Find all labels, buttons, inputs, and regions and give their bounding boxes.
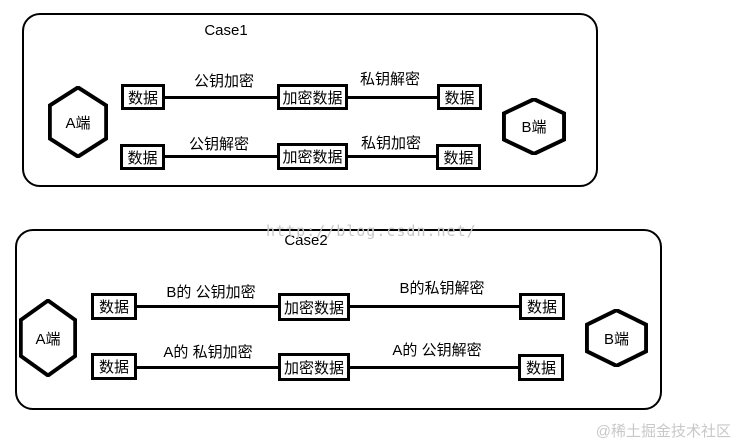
case2-row1-encrypted-data-box: 加密数据 <box>278 293 350 321</box>
hexagon-icon <box>585 309 648 367</box>
case1-row1-encrypted-data-box: 加密数据 <box>277 84 348 110</box>
case1-title: Case1 <box>204 22 248 39</box>
case2-row1-left-connector <box>137 305 278 308</box>
case1-row1-forward-label: 公钥加密 <box>193 73 254 90</box>
case2-row2-encrypted-data-box: 加密数据 <box>278 353 350 381</box>
case1-row1-backward-label: 私钥解密 <box>359 71 420 88</box>
endpoint-b-label: B端 <box>603 330 629 348</box>
case2-row1-right-connector <box>350 305 519 308</box>
url-watermark: http://blog.csdn.net/ <box>266 222 477 240</box>
case2-row2-backward-label: A的 公钥解密 <box>392 342 482 359</box>
case1-row1-right-connector <box>348 96 437 99</box>
case2-row1-backward-label: B的私钥解密 <box>399 280 485 297</box>
case1-row2-right-connector <box>348 155 436 158</box>
hexagon-icon <box>48 86 108 158</box>
case1-row2-backward-label: 私钥加密 <box>360 135 421 152</box>
credit-watermark: @稀土掘金技术社区 <box>595 423 731 440</box>
case1-endpoint-b-node: B端 <box>502 98 566 155</box>
case1-row2-source-data-box: 数据 <box>120 144 165 170</box>
case1-row1-left-connector <box>165 96 279 99</box>
case2-row2-left-connector <box>137 366 278 369</box>
case1-row1-source-data-box: 数据 <box>121 84 165 110</box>
case1-row2-target-data-box: 数据 <box>436 144 481 170</box>
endpoint-b-label: B端 <box>521 119 547 136</box>
case2-row2-target-data-box: 数据 <box>518 354 564 381</box>
case2-row2-source-data-box: 数据 <box>91 353 137 380</box>
case1-panel <box>22 13 598 187</box>
case1-row1-target-data-box: 数据 <box>437 84 482 110</box>
case2-panel <box>15 229 662 410</box>
hexagon-icon <box>502 98 566 155</box>
case2-title: Case2 <box>284 232 328 249</box>
hexagon-icon <box>19 299 77 377</box>
case2-row2-right-connector <box>350 366 518 369</box>
case1-row2-encrypted-data-box: 加密数据 <box>277 143 348 170</box>
endpoint-a-label: A端 <box>35 330 61 348</box>
case2-row1-source-data-box: 数据 <box>91 293 137 320</box>
case2-row2-forward-label: A的 私钥加密 <box>163 344 253 361</box>
case1-row2-left-connector <box>165 155 277 158</box>
case2-row1-target-data-box: 数据 <box>519 293 565 320</box>
case2-endpoint-a-node: A端 <box>19 299 77 377</box>
case1-endpoint-a-node: A端 <box>48 86 108 158</box>
case2-endpoint-b-node: B端 <box>585 309 648 367</box>
endpoint-a-label: A端 <box>65 114 91 132</box>
case1-row2-forward-label: 公钥解密 <box>188 136 249 153</box>
case2-row1-forward-label: B的 公钥加密 <box>166 284 256 301</box>
